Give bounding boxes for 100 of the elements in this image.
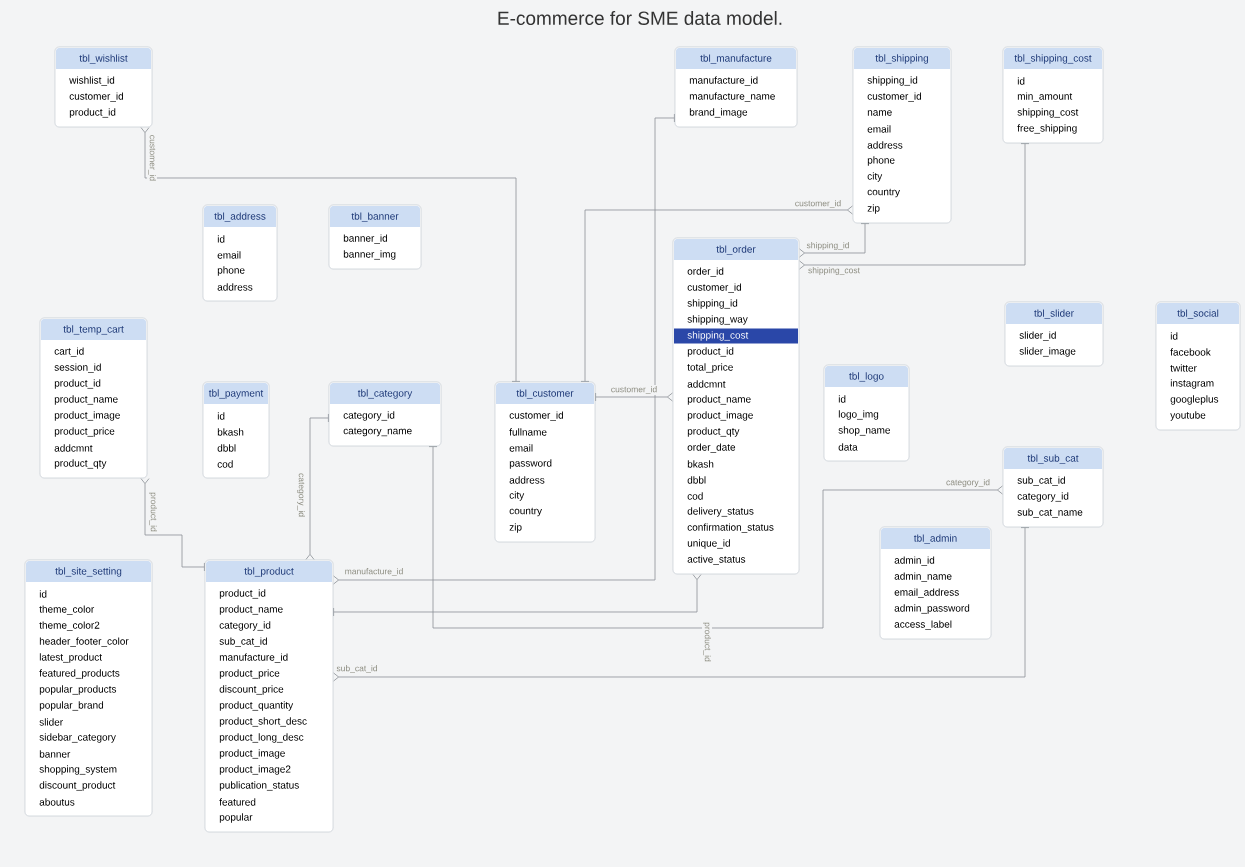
table-title: tbl_product — [244, 567, 294, 577]
field-name: theme_color2 — [39, 621, 100, 631]
table-title: tbl_wishlist — [79, 54, 128, 64]
edge-label: category_id — [296, 472, 306, 518]
field-name: popular — [219, 813, 253, 823]
field-name: unique_id — [687, 539, 730, 549]
field-name: category_id — [343, 411, 395, 421]
field-name: banner — [39, 750, 71, 758]
edge-label: customer_id — [609, 385, 659, 395]
field-name: min_amount — [1017, 92, 1073, 102]
field-name: id — [39, 590, 47, 598]
field-name: zip — [867, 204, 880, 214]
edge-label: category_id — [945, 478, 991, 488]
selected-field: shipping_cost — [674, 328, 798, 344]
field-name: admin_name — [894, 572, 952, 582]
table-title: tbl_shipping — [875, 54, 929, 64]
field-name: email — [217, 251, 241, 259]
field-name: slider — [39, 718, 63, 726]
field-name: product_price — [54, 427, 115, 437]
table-title: tbl_sub_cat — [1027, 454, 1079, 464]
field-name: product_image2 — [219, 765, 291, 775]
field-name: brand_image — [689, 108, 748, 118]
field-name: email_address — [894, 588, 959, 598]
field-name: product_qty — [687, 427, 740, 437]
field-name: address — [217, 283, 253, 291]
field-name: header_footer_color — [39, 637, 129, 647]
field-name: wishlist_id — [69, 76, 115, 86]
table-title: tbl_admin — [914, 534, 957, 544]
field-name: manufacture_id — [689, 76, 758, 86]
field-name: latest_product — [39, 653, 102, 663]
field-name: sidebar_category — [39, 733, 116, 743]
edge-label: shipping_cost — [807, 266, 861, 276]
field-name: confirmation_status — [687, 523, 774, 533]
field-name: product_id — [219, 589, 266, 599]
field-name: product_image — [687, 411, 753, 421]
table-title: tbl_site_setting — [55, 567, 122, 577]
field-name: category_name — [343, 427, 412, 437]
table-title: tbl_customer — [516, 389, 574, 399]
field-name: phone — [217, 266, 245, 276]
field-name: address — [867, 141, 903, 149]
relationship-line — [595, 392, 673, 402]
field-name: phone — [867, 156, 895, 166]
field-name: youtube — [1170, 411, 1206, 421]
field-name: category_id — [1017, 492, 1069, 502]
field-name: id — [1170, 332, 1178, 340]
field-name: instagram — [1170, 379, 1214, 389]
field-name: popular_products — [39, 685, 117, 695]
field-name: discount_product — [39, 781, 116, 791]
field-name: country — [867, 188, 900, 198]
field-name: dbbl — [217, 444, 236, 452]
field-name: popular_brand — [39, 701, 104, 711]
field-name: shopping_system — [39, 765, 117, 775]
field-name: name — [867, 110, 892, 116]
field-name: free_shipping — [1017, 124, 1077, 134]
field-name: category_id — [219, 621, 271, 631]
field-name: twitter — [1170, 364, 1197, 372]
field-name: googleplus — [1170, 395, 1219, 405]
table-title: tbl_temp_cart — [63, 325, 124, 335]
field-name: address — [509, 476, 545, 484]
field-name: product_name — [54, 395, 118, 405]
field-name: customer_id — [687, 283, 742, 293]
table-title: tbl_logo — [849, 372, 884, 382]
field-name: shipping_cost — [1017, 108, 1079, 118]
field-name: customer_id — [509, 411, 564, 421]
field-name: active_status — [687, 555, 746, 565]
edge-label: product_id — [148, 491, 158, 533]
field-name: bkash — [217, 428, 244, 436]
field-name: data — [838, 443, 858, 451]
edge-label: sub_cat_id — [335, 664, 379, 674]
field-name: shop_name — [838, 426, 890, 436]
field-name: shipping_id — [687, 299, 738, 309]
table-title: tbl_payment — [208, 389, 264, 399]
field-name: product_qty — [54, 459, 107, 469]
field-name: cart_id — [54, 347, 84, 357]
table-title: tbl_shipping_cost — [1014, 54, 1092, 64]
field-name: zip — [509, 523, 522, 533]
table-title: tbl_slider — [1034, 309, 1074, 319]
field-name: featured_products — [39, 669, 120, 679]
field-name: product_quantity — [219, 701, 294, 711]
field-name: total_price — [687, 363, 733, 373]
field-name: sub_cat_id — [1017, 476, 1065, 486]
field-name: sub_cat_name — [1017, 508, 1083, 518]
field-name: discount_price — [219, 685, 284, 695]
field-name: slider_id — [1019, 331, 1056, 341]
field-name: customer_id — [69, 92, 124, 102]
field-name: aboutus — [39, 798, 75, 806]
field-name: banner_id — [343, 234, 388, 244]
field-name: id — [1017, 77, 1025, 85]
field-name: dbbl — [687, 476, 706, 484]
field-name: product_id — [687, 347, 734, 357]
field-name: password — [509, 459, 552, 469]
field-name: publication_status — [219, 781, 299, 791]
field-name: slider_image — [1019, 347, 1076, 357]
table-title: tbl_social — [1177, 309, 1219, 319]
table-title: tbl_order — [716, 245, 756, 255]
field-name: shipping_way — [687, 315, 748, 325]
field-name: email — [867, 125, 891, 133]
field-name: access_label — [894, 620, 952, 630]
field-name: banner_img — [343, 250, 396, 260]
table-title: tbl_manufacture — [700, 54, 772, 64]
